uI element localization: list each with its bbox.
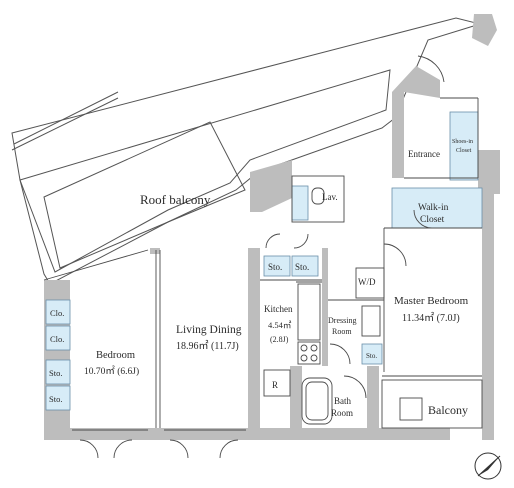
dressing-room-label-2: Room <box>332 327 352 336</box>
sto-top-left-label: Sto. <box>268 262 282 272</box>
storage-label-1: Sto. <box>49 368 62 378</box>
bedroom-label: Bedroom <box>96 350 135 361</box>
living-dining-label: Living Dining <box>176 324 242 336</box>
roof-balcony-label: Roof balcony <box>140 192 211 207</box>
entrance-label: Entrance <box>408 149 440 159</box>
walkin-closet-label-2: Closet <box>420 215 445 225</box>
master-bedroom-label: Master Bedroom <box>394 295 469 307</box>
shoes-closet-label-2: Closet <box>456 148 472 154</box>
sto-top-right-label: Sto. <box>295 262 309 272</box>
dressing-room-label-1: Dressing <box>328 316 356 325</box>
balcony-label: Balcony <box>428 403 468 417</box>
interior-lines <box>43 55 483 459</box>
storage-fills <box>45 111 483 411</box>
storage-label-2: Sto. <box>49 394 62 404</box>
walkin-closet-label-1: Walk-in <box>418 203 449 213</box>
sto-dressing-label: Sto. <box>366 352 377 360</box>
lav-label: Lav. <box>322 192 338 202</box>
kitchen-label: Kitchen <box>264 304 293 314</box>
kitchen-area-j: (2.8J) <box>270 335 289 344</box>
closet-label-2: Clo. <box>50 334 64 344</box>
walls <box>44 14 500 440</box>
master-bedroom-area: 11.34㎡ (7.0J) <box>402 312 460 324</box>
bath-room-label-2: Room <box>331 408 353 418</box>
bath-room-label-1: Bath <box>334 396 351 406</box>
wd-label: W/D <box>358 277 376 287</box>
living-dining-area: 18.96㎡ (11.7J) <box>176 340 239 352</box>
shoes-closet-label-1: Shoes-in <box>452 139 473 145</box>
bedroom-area: 10.70㎡ (6.6J) <box>84 366 139 377</box>
closet-label-1: Clo. <box>50 308 64 318</box>
north-arrow-icon <box>474 452 502 480</box>
refrigerator-label: R <box>272 380 278 390</box>
kitchen-area-m2: 4.54㎡ <box>268 320 292 330</box>
